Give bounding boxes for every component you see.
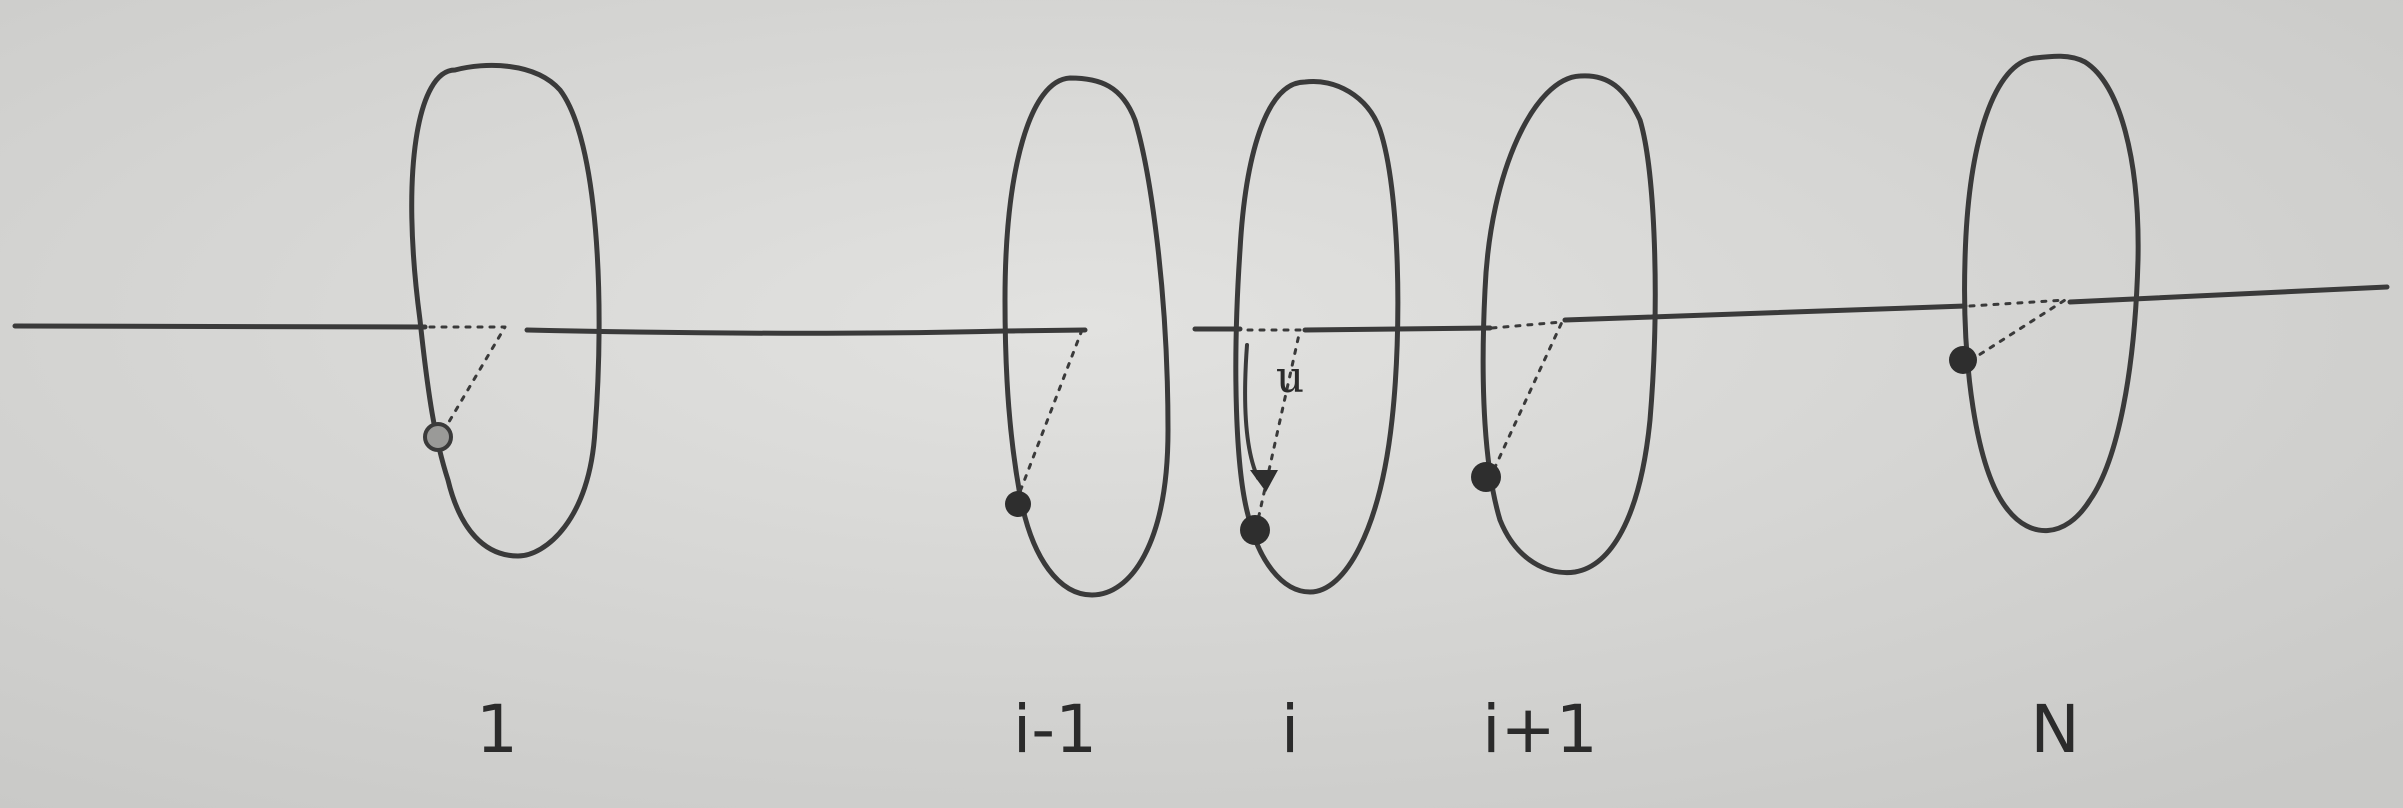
dotted-radius-N xyxy=(1966,298,2067,364)
site-label-i-plus-1: i+1 xyxy=(1482,691,1598,768)
site-label-i: i xyxy=(1281,691,1299,768)
particle-i-plus-1 xyxy=(1471,462,1501,492)
particle-N xyxy=(1949,346,1977,374)
site-label-1: 1 xyxy=(476,691,518,768)
dotted-radius-i-minus-1 xyxy=(1008,328,1084,499)
dotted-radius-i xyxy=(1246,328,1302,522)
particle-i xyxy=(1240,515,1270,545)
particle-i-minus-1 xyxy=(1005,491,1031,517)
loop-i xyxy=(1233,78,1401,595)
axis-line xyxy=(12,284,2390,336)
angle-arrowhead xyxy=(1250,470,1278,492)
dotted-radius-1 xyxy=(428,325,507,439)
site-label-i-minus-1: i-1 xyxy=(1013,691,1097,768)
loop-N xyxy=(1949,53,2141,534)
loop-1 xyxy=(409,62,602,559)
loop-i-minus-1 xyxy=(1002,75,1171,598)
loop-i-plus-1 xyxy=(1471,73,1658,576)
angle-label-u: u xyxy=(1276,352,1304,403)
particle-1 xyxy=(423,422,453,452)
dotted-radius-i-plus-1 xyxy=(1488,320,1564,480)
angle-arrow-u xyxy=(1243,343,1260,480)
site-label-N: N xyxy=(2030,691,2079,768)
